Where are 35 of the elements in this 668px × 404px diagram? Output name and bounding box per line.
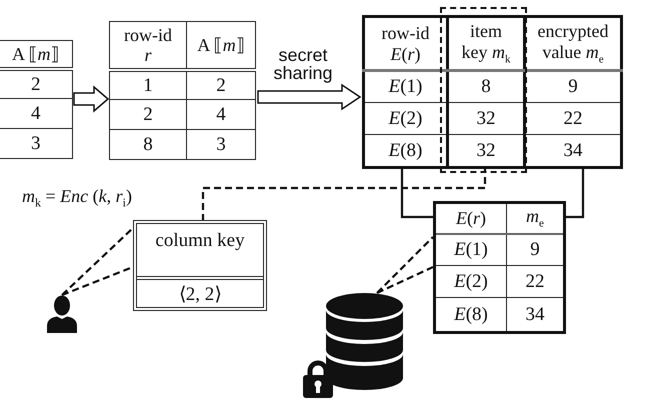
data-table <box>0 40 72 159</box>
block-arrow <box>73 85 110 113</box>
table-cell: 2 <box>0 68 72 98</box>
data-table <box>362 15 623 169</box>
view-lines <box>60 226 134 296</box>
view-lines <box>376 236 434 294</box>
person-icon <box>47 295 77 333</box>
formula-text: m$_{k}$ = Enc (k, r$_{i}$) <box>22 186 132 211</box>
table-cell: E(1) <box>364 70 448 102</box>
header-cell: row-id E(r) <box>364 16 448 70</box>
header-cell: A ⟦m⟧ <box>0 40 72 68</box>
table-cell: E(1) <box>434 234 506 266</box>
header-cell: item key m$_{k}$ <box>448 16 524 70</box>
database-icon <box>326 293 403 391</box>
data-table <box>433 201 566 334</box>
table-cell: 8 <box>110 130 186 160</box>
header-cell: A ⟦m⟧ <box>186 22 256 70</box>
table-cell: E(2) <box>364 102 448 134</box>
table-cell: 1 <box>110 70 186 100</box>
table-cell: 3 <box>0 128 72 158</box>
table-cell: 2 <box>186 70 256 100</box>
block-arrow <box>257 84 362 110</box>
key-value-cell: ⟨2, 2⟩ <box>137 276 263 307</box>
table-cell: 8 <box>448 70 524 102</box>
table-cell: 2 <box>110 100 186 130</box>
header-cell: row-id r <box>110 22 186 70</box>
data-table <box>109 21 256 160</box>
card-title: column key <box>154 230 246 252</box>
table-cell: 3 <box>186 130 256 160</box>
table-cell: 4 <box>186 100 256 130</box>
key-card <box>133 220 267 311</box>
table-cell: E(2) <box>434 266 506 298</box>
table-cell: 4 <box>0 98 72 128</box>
header-cell: E(r) <box>434 202 506 234</box>
table-cell: 32 <box>448 102 524 134</box>
